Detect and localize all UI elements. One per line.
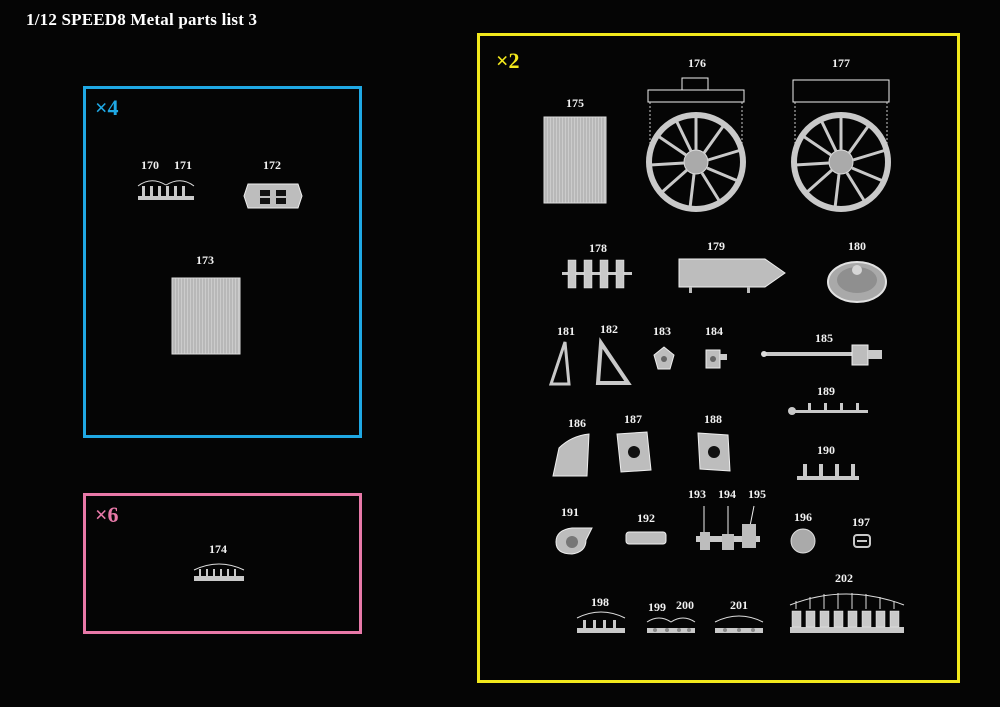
part-label-187: 187 (624, 412, 642, 426)
part-label-177: 177 (832, 56, 850, 70)
part-181-gusset (548, 341, 571, 386)
part-label-199: 199 (648, 600, 666, 614)
part-label-180: 180 (848, 239, 866, 253)
part-189-sprue (788, 403, 868, 415)
multiplier-x2: ×2 (496, 48, 520, 73)
part-183-fitting (653, 346, 675, 370)
part-label-170: 170 (141, 158, 159, 172)
part-label-186: 186 (568, 416, 586, 430)
part-label-192: 192 (637, 511, 655, 525)
part-176-wheel (646, 77, 746, 212)
part-198-sprue (576, 611, 626, 633)
part-196-disc (790, 528, 816, 554)
part-label-175: 175 (566, 96, 584, 110)
part-201-sprue (714, 615, 764, 633)
part-185-shaft (761, 344, 882, 366)
part-label-171: 171 (174, 158, 192, 172)
part-202-sprue (789, 593, 905, 633)
part-label-176: 176 (688, 56, 706, 70)
part-170-171-sprue (137, 180, 195, 200)
part-label-189: 189 (817, 384, 835, 398)
part-178-posts (562, 259, 632, 289)
part-label-198: 198 (591, 595, 609, 609)
part-label-197: 197 (852, 515, 870, 529)
part-label-202: 202 (835, 571, 853, 585)
part-label-172: 172 (263, 158, 281, 172)
part-label-190: 190 (817, 443, 835, 457)
part-179-tray (678, 258, 786, 293)
part-label-183: 183 (653, 324, 671, 338)
part-188-plate (697, 432, 731, 472)
group-box-x4: ×4 (83, 86, 362, 438)
part-label-185: 185 (815, 331, 833, 345)
part-180-filter-cap (827, 261, 887, 303)
part-label-173: 173 (196, 253, 214, 267)
part-label-195: 195 (748, 487, 766, 501)
part-label-182: 182 (600, 322, 618, 336)
part-199-200-sprue (646, 617, 696, 633)
part-label-178: 178 (589, 241, 607, 255)
part-192-cylinder (625, 531, 667, 545)
multiplier-x4: ×4 (95, 95, 119, 120)
part-177-wheel (791, 79, 891, 212)
part-label-200: 200 (676, 598, 694, 612)
part-184-valve (705, 349, 727, 369)
part-label-181: 181 (557, 324, 575, 338)
part-173-mesh-plate (171, 277, 241, 355)
part-label-196: 196 (794, 510, 812, 524)
part-187-plate (616, 431, 652, 473)
page-title: 1/12 SPEED8 Metal parts list 3 (26, 10, 258, 29)
part-172-bracket (243, 183, 303, 209)
part-193-195-assembly (696, 505, 760, 550)
part-label-188: 188 (704, 412, 722, 426)
part-label-191: 191 (561, 505, 579, 519)
part-191-volute (555, 527, 593, 555)
part-label-193: 193 (688, 487, 706, 501)
part-label-184: 184 (705, 324, 723, 338)
group-box-x6: ×6 (83, 493, 362, 634)
part-175-radiator-plate (543, 116, 607, 204)
part-186-panel (552, 433, 590, 477)
part-182-gusset (595, 337, 632, 385)
part-197-clip (853, 534, 871, 548)
part-label-179: 179 (707, 239, 725, 253)
part-label-174: 174 (209, 542, 227, 556)
group-box-x2: ×2 (477, 33, 960, 683)
part-label-201: 201 (730, 598, 748, 612)
part-190-sprue (797, 464, 859, 480)
part-174-sprue (193, 563, 245, 581)
part-label-194: 194 (718, 487, 736, 501)
multiplier-x6: ×6 (95, 502, 119, 527)
